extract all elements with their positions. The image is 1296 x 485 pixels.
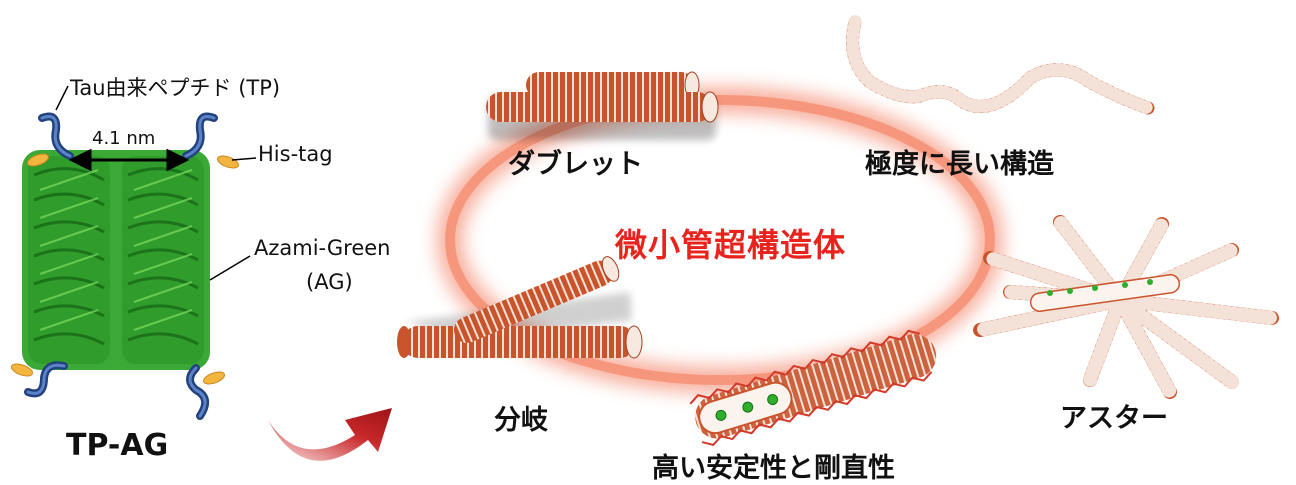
branch-structure xyxy=(397,256,643,359)
doublet-structure xyxy=(486,71,719,140)
label-stable: 高い安定性と剛直性 xyxy=(652,453,895,484)
protein-name: TP-AG xyxy=(66,428,169,463)
tau-peptide-tails-highlight xyxy=(26,115,216,418)
azami-green-body xyxy=(22,150,210,370)
structure-ring xyxy=(437,87,1003,393)
label-aster: アスター xyxy=(1060,403,1168,434)
tp-ag-protein xyxy=(11,85,257,420)
stable-structure xyxy=(689,329,937,447)
distance-arrow xyxy=(68,148,190,172)
label-branch: 分岐 xyxy=(494,405,548,436)
long-structure xyxy=(846,15,1155,115)
his-tag-label: His-tag xyxy=(258,142,333,166)
transition-arrow xyxy=(268,408,392,461)
ag-label-line1: Azami-Green xyxy=(254,236,391,260)
tp-label: Tau由来ペプチド (TP) xyxy=(70,76,281,100)
label-doublet: ダブレット xyxy=(508,149,643,180)
aster-structure xyxy=(973,215,1279,399)
label-long: 極度に長い構造 xyxy=(865,149,1054,180)
distance-label: 4.1 nm xyxy=(92,128,156,149)
his-tag-marks xyxy=(11,153,239,385)
center-title: 微小管超構造体 xyxy=(615,226,847,264)
leader-lines xyxy=(55,85,257,281)
ag-label-line2: (AG) xyxy=(306,270,353,294)
